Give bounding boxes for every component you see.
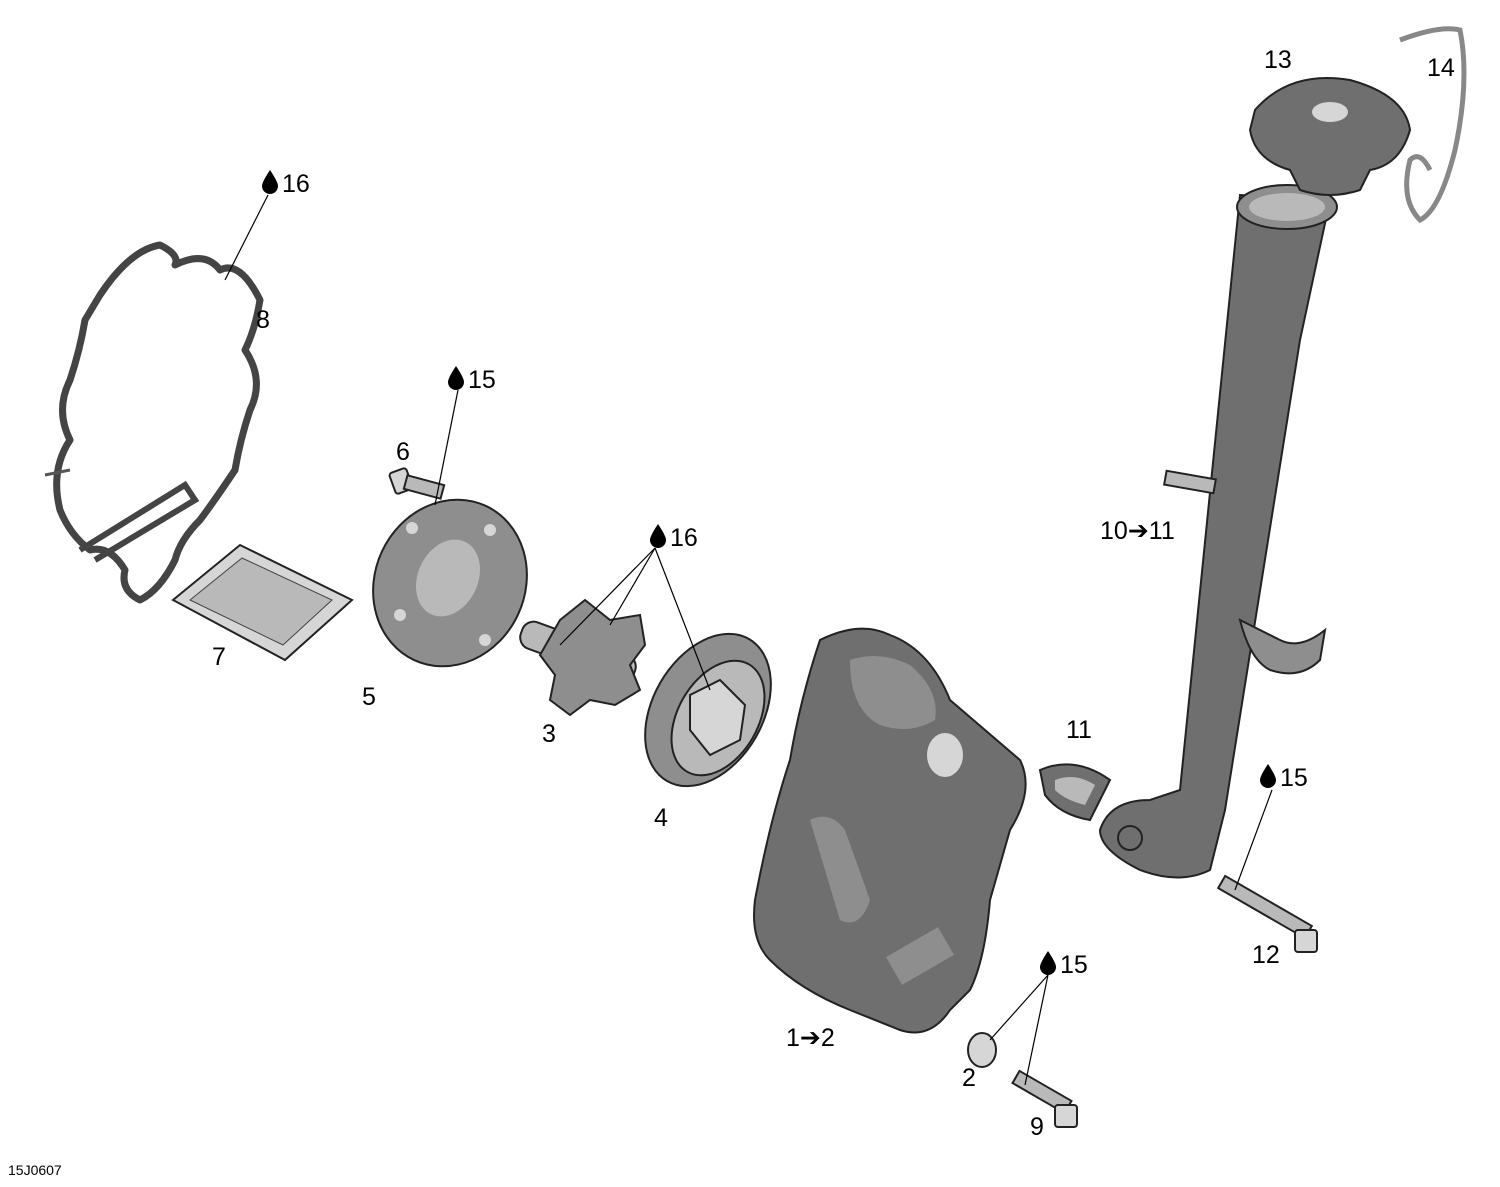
outer-rotor-part-4 [644, 632, 772, 788]
bolt-part-12 [1216, 874, 1318, 953]
callout-10-to-11: 10➔11 [1100, 517, 1175, 545]
dowel-sleeve-part-2 [967, 1032, 997, 1068]
bolt-part-6 [388, 467, 446, 500]
callout-7: 7 [212, 643, 226, 671]
drop-icon [448, 366, 464, 390]
seal-part-11 [1038, 763, 1112, 822]
filter-screen-part-7 [171, 543, 354, 662]
callout-9: 9 [1030, 1113, 1044, 1141]
callout-14: 14 [1427, 54, 1455, 82]
svg-text:16: 16 [282, 170, 310, 198]
gasket-part-8 [44, 241, 264, 604]
callout-2: 2 [962, 1064, 976, 1092]
lubricant-callouts: 16 15 16 15 15 [262, 170, 1308, 979]
drop-icon [262, 170, 278, 194]
callout-6: 6 [396, 438, 410, 466]
inner-rotor-part-3 [519, 598, 647, 717]
filler-cap-part-13 [1248, 77, 1412, 196]
diagram-code: 15J0607 [8, 1162, 62, 1178]
tether-cable-part-14 [1399, 26, 1467, 224]
filler-tube-part-10 [1098, 184, 1338, 879]
lube-16-gasket: 16 [262, 170, 310, 198]
lube-15-bolt-9: 15 [1040, 951, 1088, 979]
callout-11: 11 [1066, 716, 1092, 744]
svg-text:15: 15 [468, 366, 496, 394]
pump-housing-part-1 [753, 627, 1027, 1034]
lube-15-bolt-12: 15 [1260, 764, 1308, 792]
svg-text:15: 15 [1280, 764, 1308, 792]
callout-5: 5 [362, 683, 376, 711]
leader-lines [224, 194, 1273, 1086]
callout-1-to-2: 1➔2 [786, 1024, 835, 1052]
callout-labels: 8 7 5 6 3 4 11 12 13 14 2 9 1➔2 10➔11 [212, 46, 1455, 1141]
pump-cover-part-5 [372, 498, 528, 668]
callout-13: 13 [1264, 46, 1292, 74]
lube-15-bolt-6: 15 [448, 366, 496, 394]
drop-icon [1260, 764, 1276, 788]
drop-icon [650, 524, 666, 548]
callout-3: 3 [542, 720, 556, 748]
lube-16-gears: 16 [650, 524, 698, 552]
drop-icon [1040, 951, 1056, 975]
bolt-part-9 [1011, 1069, 1078, 1128]
callout-8: 8 [256, 306, 270, 334]
callout-12: 12 [1252, 941, 1280, 969]
callout-4: 4 [654, 804, 668, 832]
svg-text:15: 15 [1060, 951, 1088, 979]
svg-text:16: 16 [670, 524, 698, 552]
